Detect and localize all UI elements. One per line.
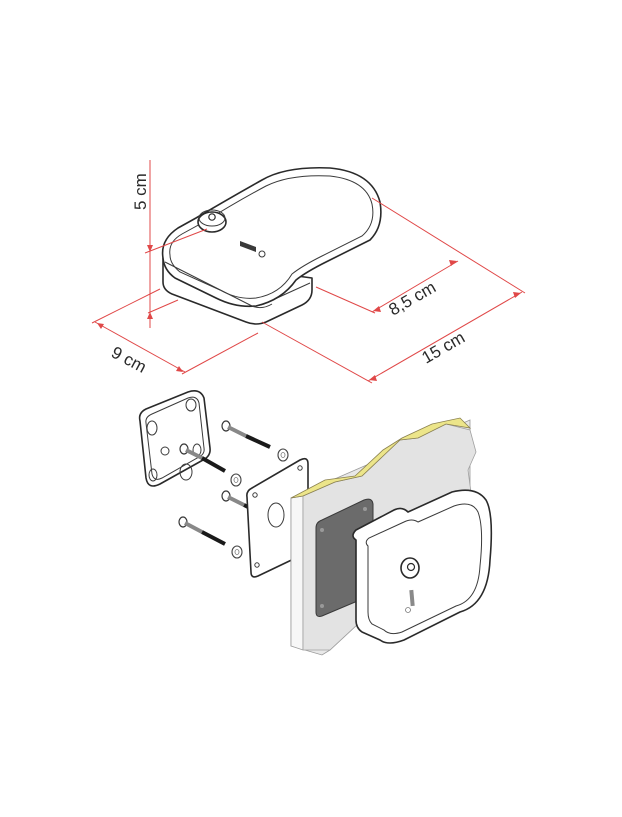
inner-backplate [138,390,211,487]
label-depth: 9 cm [108,343,149,377]
screws [178,420,271,546]
label-height: 5 cm [131,173,150,210]
label-width-inner: 8,5 cm [386,277,440,319]
label-width-total: 15 cm [419,328,469,368]
washers [230,448,289,559]
dimension-lines [91,160,526,384]
device-mounted [352,489,493,644]
device-top [161,166,382,325]
